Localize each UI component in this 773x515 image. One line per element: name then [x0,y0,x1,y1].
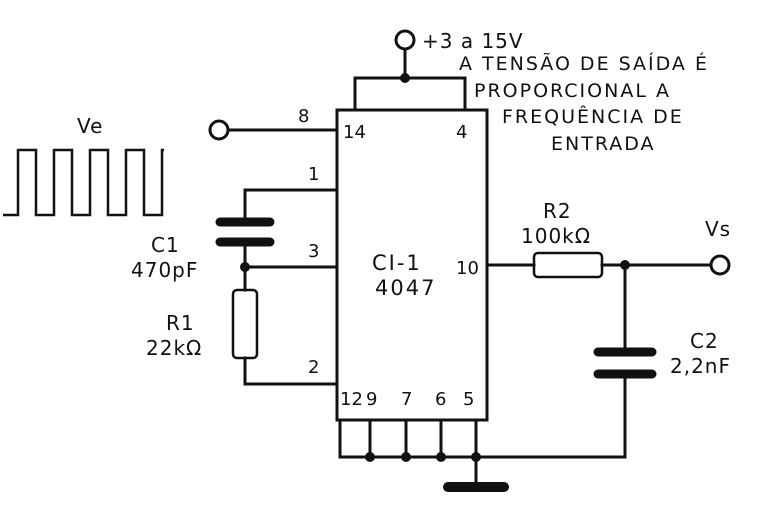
output-terminal[interactable] [709,254,731,276]
resistor-r1 [231,288,259,360]
c1-value: 470pF [131,258,198,282]
note-line-1: A TENSÃO DE SAÍDA É [459,52,709,75]
timing-network: C1 470pF R1 22kΩ [131,188,339,386]
r1-value: 22kΩ [146,336,202,360]
output-filter: R2 100kΩ C2 2,2nF Vs [485,199,731,459]
pin-6-label: 6 [435,389,446,410]
c2-value: 2,2nF [670,354,731,378]
ic-reference: CI-1 [372,251,422,275]
ic-part-number: 4047 [375,276,436,300]
ic-4047: CI-1 4047 8 14 4 1 3 2 10 12 9 7 6 5 [298,106,489,422]
supply-section: +3 a 15V [353,29,524,112]
input-terminal[interactable] [208,119,230,141]
square-wave-symbol [3,148,164,217]
output-label: Vs [705,217,731,241]
ground-node-7 [401,452,411,462]
c2-reference: C2 [690,329,719,353]
supply-voltage-label: +3 a 15V [422,29,524,53]
c1-reference: C1 [151,233,180,257]
pin-4-label: 4 [456,122,467,143]
description-note: A TENSÃO DE SAÍDA É PROPORCIONAL A FREQU… [459,52,709,155]
note-line-3: FREQUÊNCIA DE [502,105,684,128]
note-line-4: ENTRADA [551,133,656,155]
r2-value: 100kΩ [521,224,591,248]
pin-1-label: 1 [308,164,319,185]
r2-reference: R2 [543,199,572,223]
pin-12-label: 12 [340,389,363,410]
input-label: Ve [77,114,103,138]
note-line-2: PROPORCIONAL A [474,80,671,102]
pin-14-label: 14 [343,122,366,143]
r1-reference: R1 [166,311,195,335]
input-connection [208,119,339,141]
supply-terminal[interactable] [394,29,416,51]
ground-node-9 [365,452,375,462]
resistor-r2 [532,251,604,279]
pin-8-label: 8 [298,106,309,127]
pin-9-label: 9 [366,389,377,410]
ground-node-6 [436,452,446,462]
ground-bus [338,418,627,492]
pin-10-label: 10 [456,258,479,279]
pin-5-label: 5 [463,389,474,410]
pin-7-label: 7 [401,389,412,410]
input-waveform: Ve [3,114,164,217]
pin-2-label: 2 [308,357,319,378]
pin-3-label: 3 [308,241,319,262]
